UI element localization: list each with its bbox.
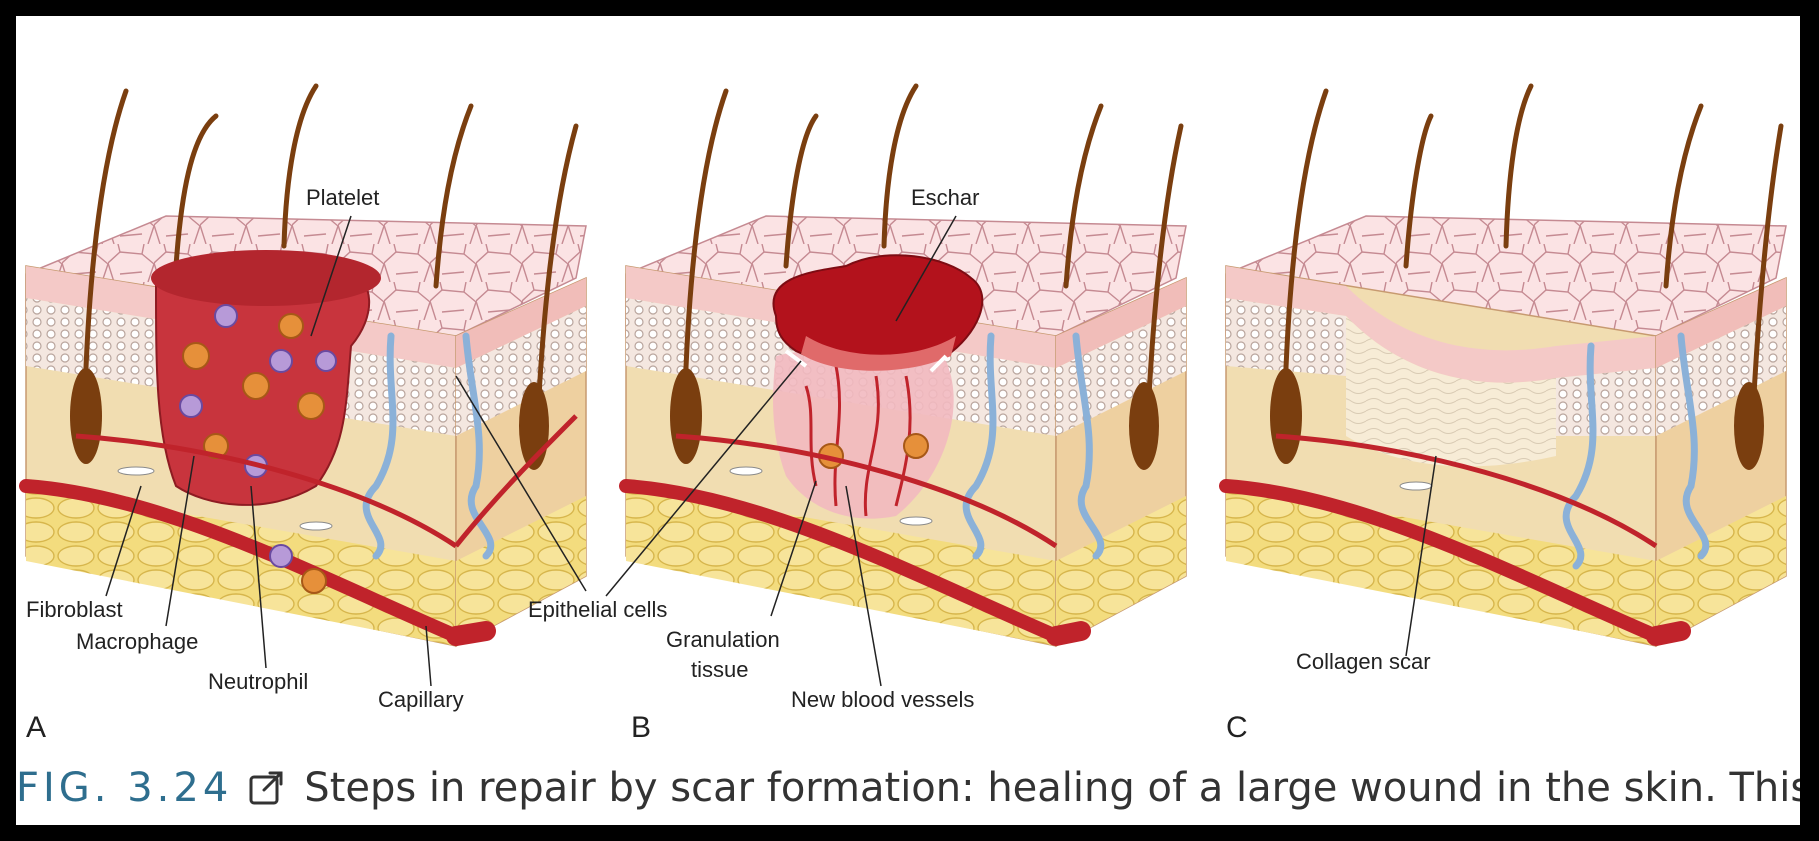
- panel-a-block: [26, 86, 586, 686]
- panel-letter-a: A: [26, 711, 46, 745]
- label-capillary: Capillary: [378, 688, 464, 712]
- label-epithelial-cells: Epithelial cells: [528, 598, 667, 622]
- label-neutrophil: Neutrophil: [208, 670, 308, 694]
- panel-b-block: [606, 86, 1186, 686]
- label-tissue: tissue: [691, 658, 748, 682]
- label-collagen-scar: Collagen scar: [1296, 650, 1431, 674]
- label-new-blood-vessels: New blood vessels: [791, 688, 974, 712]
- caption-text: Steps in repair by scar formation: heali…: [304, 765, 1800, 811]
- panel-c-block: [1226, 86, 1786, 656]
- label-granulation: Granulation: [666, 628, 780, 652]
- wound-healing-illustration: [16, 16, 1800, 756]
- label-platelet: Platelet: [306, 186, 379, 210]
- figure-caption: FIG. 3.24 Steps in repair by scar format…: [16, 758, 1800, 818]
- label-macrophage: Macrophage: [76, 630, 198, 654]
- figure-panel: Platelet Fibroblast Macrophage Neutrophi…: [16, 16, 1800, 825]
- label-eschar: Eschar: [911, 186, 979, 210]
- label-fibroblast: Fibroblast: [26, 598, 123, 622]
- external-link-icon[interactable]: [246, 768, 286, 808]
- panel-letter-c: C: [1226, 711, 1248, 745]
- figure-number: FIG. 3.24: [16, 765, 232, 811]
- panel-letter-b: B: [631, 711, 651, 745]
